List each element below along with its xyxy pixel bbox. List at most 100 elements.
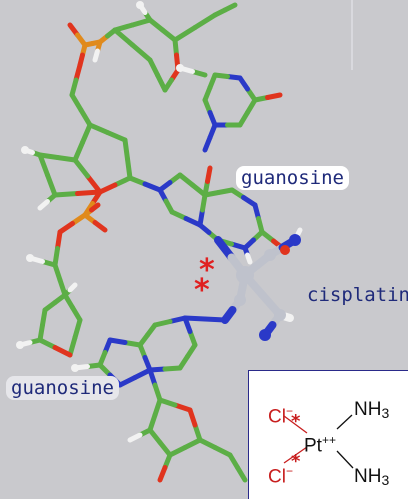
bond	[97, 182, 118, 195]
bond	[281, 312, 294, 322]
bond	[92, 48, 100, 63]
bond	[169, 209, 189, 221]
bond	[172, 25, 198, 43]
binding-marker: *	[194, 273, 210, 308]
bond	[152, 382, 163, 403]
bond	[157, 397, 178, 408]
atom	[289, 234, 301, 246]
bond	[87, 122, 110, 135]
bond	[127, 175, 148, 187]
guanosine-label-bottom: guanosine	[6, 376, 119, 400]
bond	[69, 77, 79, 98]
bond	[130, 42, 153, 63]
bond	[69, 92, 84, 113]
bond	[147, 367, 158, 388]
bond-pt-nh3-bottom	[336, 450, 354, 469]
bond	[192, 12, 218, 30]
bond	[57, 221, 75, 235]
bond	[147, 427, 163, 445]
bond	[205, 165, 213, 184]
bond	[37, 199, 50, 211]
bond	[89, 202, 101, 213]
bond	[152, 397, 163, 418]
bond	[200, 192, 208, 213]
bond	[162, 365, 183, 372]
bond-sticks	[17, 2, 303, 483]
binding-marker: *	[199, 253, 215, 288]
bond	[167, 315, 188, 324]
bond	[37, 337, 58, 350]
bond	[132, 367, 153, 380]
leaving-group-marker: *	[291, 451, 301, 472]
bond	[72, 140, 85, 163]
bond	[182, 437, 203, 450]
bond	[245, 252, 253, 265]
bond	[197, 437, 218, 450]
bond	[55, 229, 63, 251]
atom	[16, 341, 24, 349]
bond	[72, 157, 90, 179]
chloride-bottom: Cl−	[268, 464, 293, 488]
ammine-top: NH3	[354, 399, 390, 422]
bond	[127, 432, 143, 443]
bond	[112, 27, 135, 48]
bond	[157, 465, 168, 483]
bond	[197, 207, 205, 228]
atom	[71, 364, 79, 372]
bond	[142, 181, 163, 193]
atom	[26, 254, 34, 262]
bond	[122, 340, 143, 348]
bond	[295, 227, 303, 238]
bond	[75, 189, 103, 196]
bond	[265, 92, 283, 100]
bond	[67, 282, 78, 293]
bond	[182, 315, 208, 322]
atom	[274, 309, 286, 321]
bond	[202, 135, 213, 153]
bond	[212, 72, 230, 79]
bond	[147, 17, 165, 33]
atom	[176, 64, 184, 72]
bond	[235, 465, 248, 483]
bond	[197, 222, 212, 235]
bond	[202, 316, 228, 323]
bond	[160, 27, 178, 43]
ammine-bottom: NH3	[354, 466, 390, 489]
bond	[212, 445, 233, 458]
atom	[234, 294, 246, 306]
bond	[112, 22, 135, 33]
bond	[52, 246, 60, 268]
bond	[40, 307, 48, 328]
bond	[52, 191, 80, 198]
atom	[136, 1, 144, 9]
bond	[122, 137, 130, 162]
platinum-center: Pt++	[304, 433, 336, 457]
bond	[177, 172, 195, 188]
bond	[125, 156, 133, 181]
bond	[172, 37, 179, 58]
cisplatin-label: cisplatin	[307, 284, 408, 306]
bond	[78, 107, 93, 128]
bond-cl-pt-bottom	[283, 446, 308, 464]
leaving-group-marker: *	[291, 411, 301, 432]
bond	[130, 17, 153, 28]
bond	[67, 335, 78, 358]
bond	[37, 152, 60, 160]
guanosine-label-top: guanosine	[236, 166, 349, 190]
bond	[157, 180, 173, 193]
bond	[117, 375, 138, 388]
bond	[37, 322, 45, 343]
bond	[55, 155, 78, 163]
atom	[259, 329, 271, 341]
atom-caps	[16, 1, 301, 372]
bond	[192, 422, 203, 443]
bond	[70, 212, 88, 226]
atom	[264, 249, 276, 261]
bond	[85, 173, 103, 195]
cisplatin-formula-inset: Cl− Cl− Pt++ NH3 NH3 * *	[248, 370, 408, 499]
atom	[21, 146, 29, 154]
bond	[222, 2, 238, 13]
bond	[157, 440, 173, 458]
bond	[147, 57, 160, 78]
bond	[52, 262, 63, 283]
